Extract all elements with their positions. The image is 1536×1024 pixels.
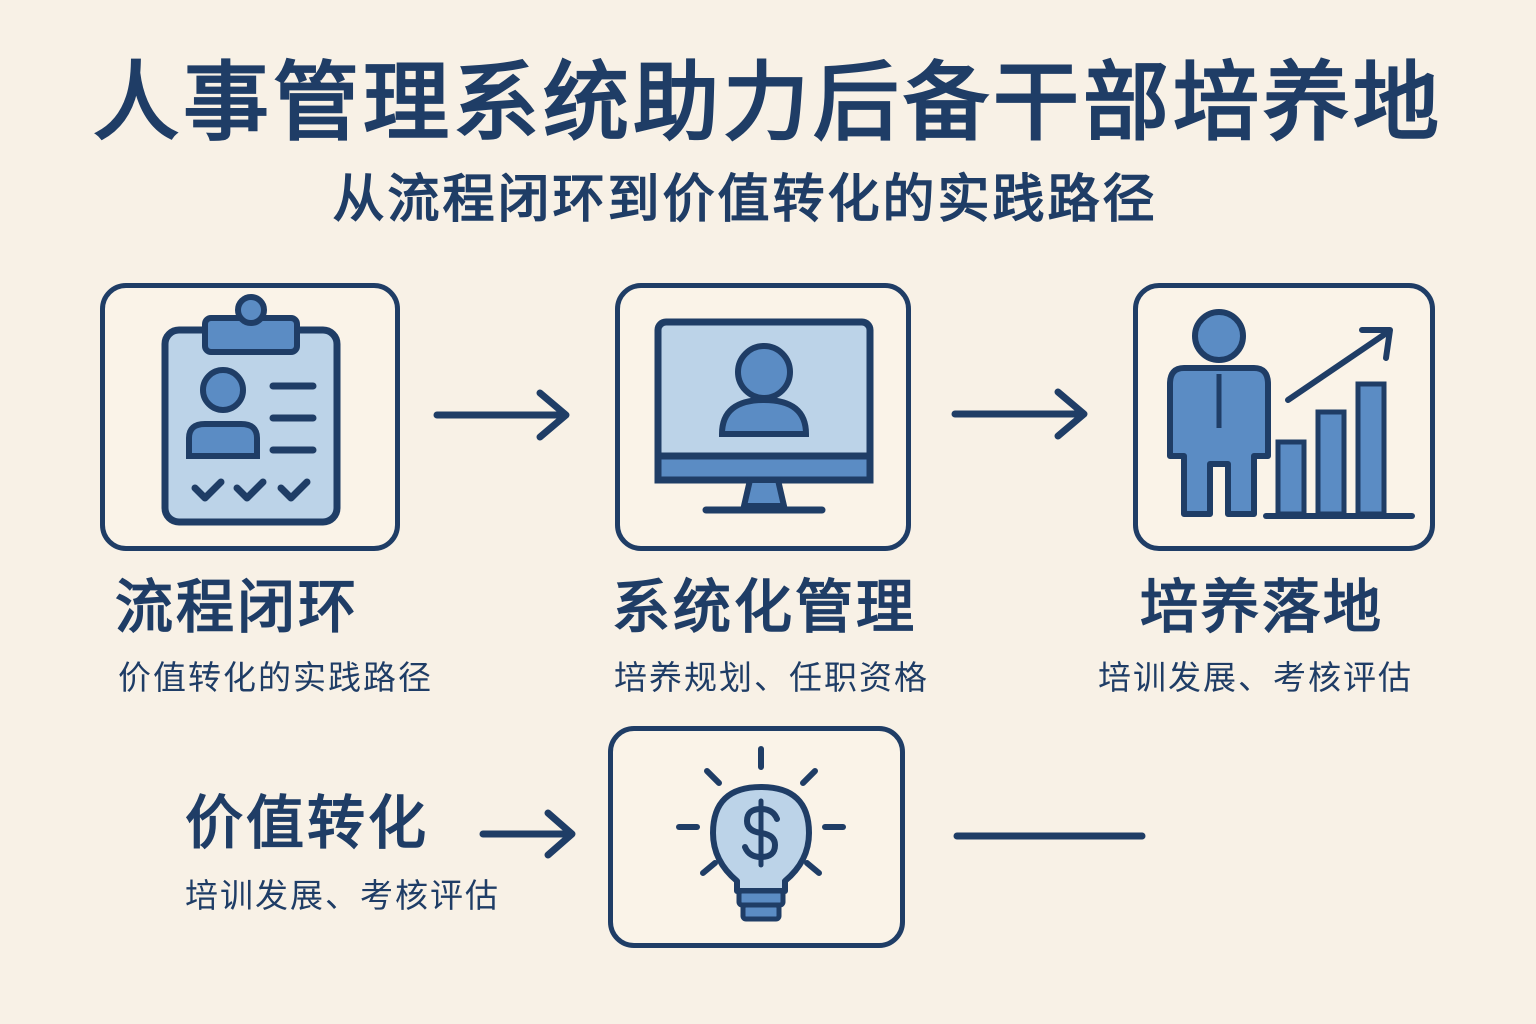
step-desc-process-loop: 价值转化的实践路径	[118, 658, 433, 697]
person-growth-chart-icon	[1167, 309, 1415, 519]
step-card-training-implementation	[1133, 283, 1435, 551]
connector-line	[953, 832, 1146, 840]
step-card-value-conversion	[608, 726, 905, 948]
step-desc-system-management: 培养规划、任职资格	[614, 658, 929, 697]
clipboard-profile-icon	[161, 294, 341, 526]
arrow-right-icon	[951, 388, 1088, 440]
step-title-system-management: 系统化管理	[612, 573, 918, 641]
arrow-right-icon	[479, 809, 576, 859]
step-desc-value-conversion: 培训发展、考核评估	[185, 876, 500, 915]
step-desc-training-implementation: 培训发展、考核评估	[1098, 658, 1413, 697]
step-title-training-implementation: 培养落地	[1140, 573, 1385, 641]
step-title-process-loop: 流程闭环	[115, 573, 360, 641]
step-title-value-conversion: 价值转化	[185, 789, 430, 857]
arrow-right-icon	[433, 389, 570, 441]
page-title: 人事管理系统助力后备干部培养地	[93, 53, 1443, 153]
lightbulb-dollar-icon	[676, 746, 846, 922]
monitor-user-icon	[654, 318, 874, 514]
step-card-system-management	[615, 283, 911, 551]
page-subtitle: 从流程闭环到价值转化的实践路径	[332, 170, 1158, 230]
step-card-process-loop	[100, 283, 400, 551]
